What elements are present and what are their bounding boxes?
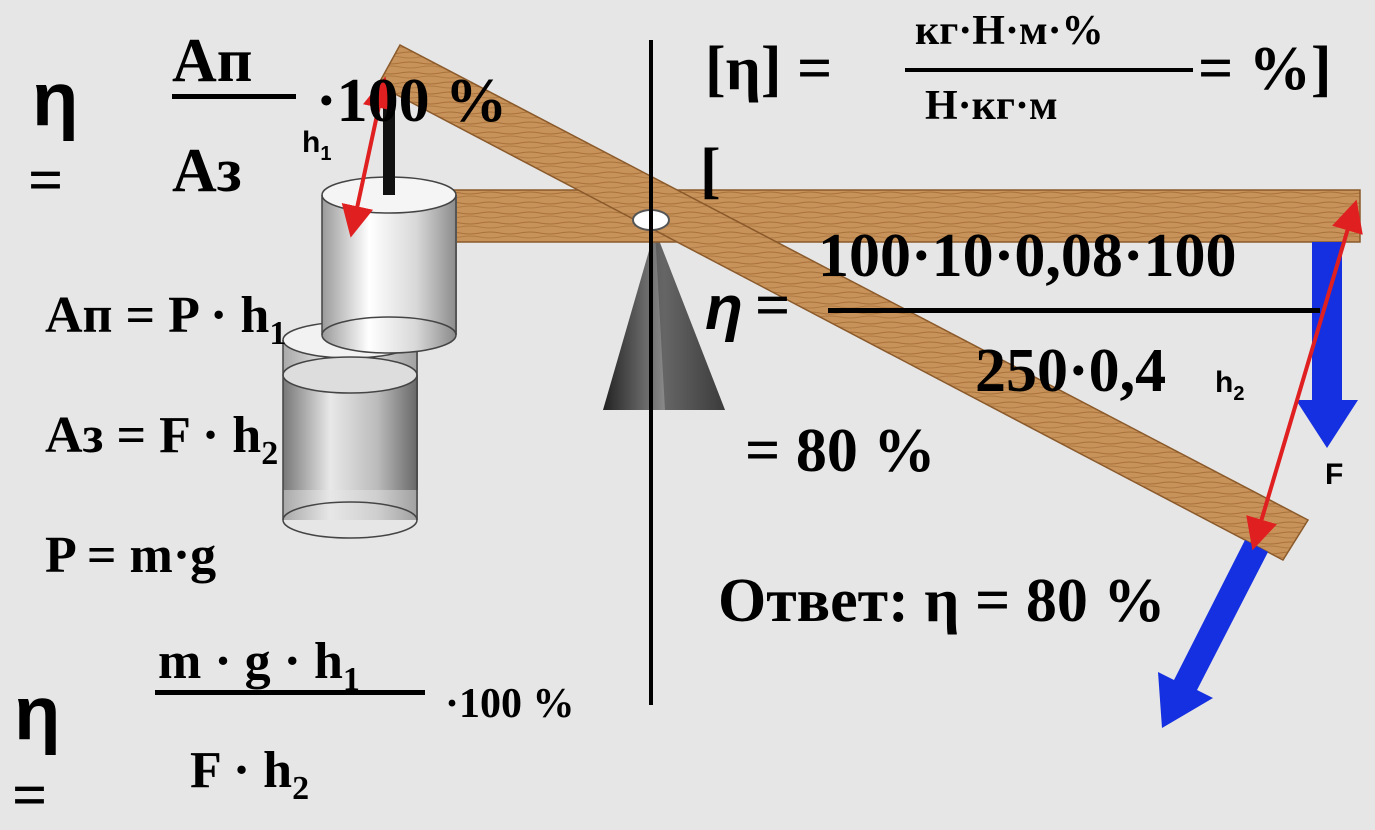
calc-numerator: 100·10·0,08·100 (818, 222, 1237, 290)
h2-arrow (1246, 199, 1363, 551)
units-fraction-bar (905, 68, 1193, 72)
equals-sign-bottom: = (12, 762, 48, 830)
fraction-denominator-az: Аз (172, 137, 242, 205)
weight-lower-cylinder (282, 321, 418, 539)
force-label-F: F (1325, 458, 1344, 491)
units-rhs: = %] (1198, 35, 1332, 103)
calc-eta: η (705, 274, 743, 343)
times-100-bottom: ·100 % (445, 681, 575, 727)
weight-upper-cylinder (321, 100, 457, 354)
calc-result: = 80 % (745, 417, 936, 485)
work-def-total: Аз = F · h2 (45, 407, 279, 472)
h2-label: h2 (1215, 366, 1245, 405)
units-open-bracket: [ (700, 137, 721, 205)
answer-text: Ответ: η = 80 % (718, 567, 1166, 635)
calc-equals: = (755, 272, 791, 340)
lever-horizontal (339, 189, 1361, 243)
units-numerator: кг·Н·м·% (915, 8, 1104, 54)
weight-def: P = m·g (45, 527, 217, 584)
h1-arrow (341, 76, 395, 238)
fraction-numerator-ap: Ап (172, 27, 253, 95)
calc-denominator: 250·0,4 (975, 337, 1167, 405)
eta-symbol-bottom: η (14, 671, 61, 756)
work-def-useful: Ап = P · h1 (45, 287, 287, 352)
equals-sign-top: = (28, 147, 64, 215)
eta-symbol-top: η (32, 57, 79, 142)
fraction-bar-bottom (155, 690, 425, 695)
calc-fraction-bar (828, 308, 1320, 313)
units-lhs: [η] = (705, 35, 833, 103)
units-denominator: Н·кг·м (925, 83, 1058, 129)
force-arrow-diagonal (1158, 540, 1268, 728)
bottom-denominator: F · h2 (190, 742, 310, 807)
force-arrow-down (1296, 242, 1358, 448)
h1-label: h1 (302, 126, 332, 165)
times-100-top: ·100 % (316, 67, 508, 135)
fulcrum (603, 230, 725, 410)
fraction-bar-top (172, 94, 296, 99)
bottom-numerator: m · g · h1 (158, 633, 360, 698)
